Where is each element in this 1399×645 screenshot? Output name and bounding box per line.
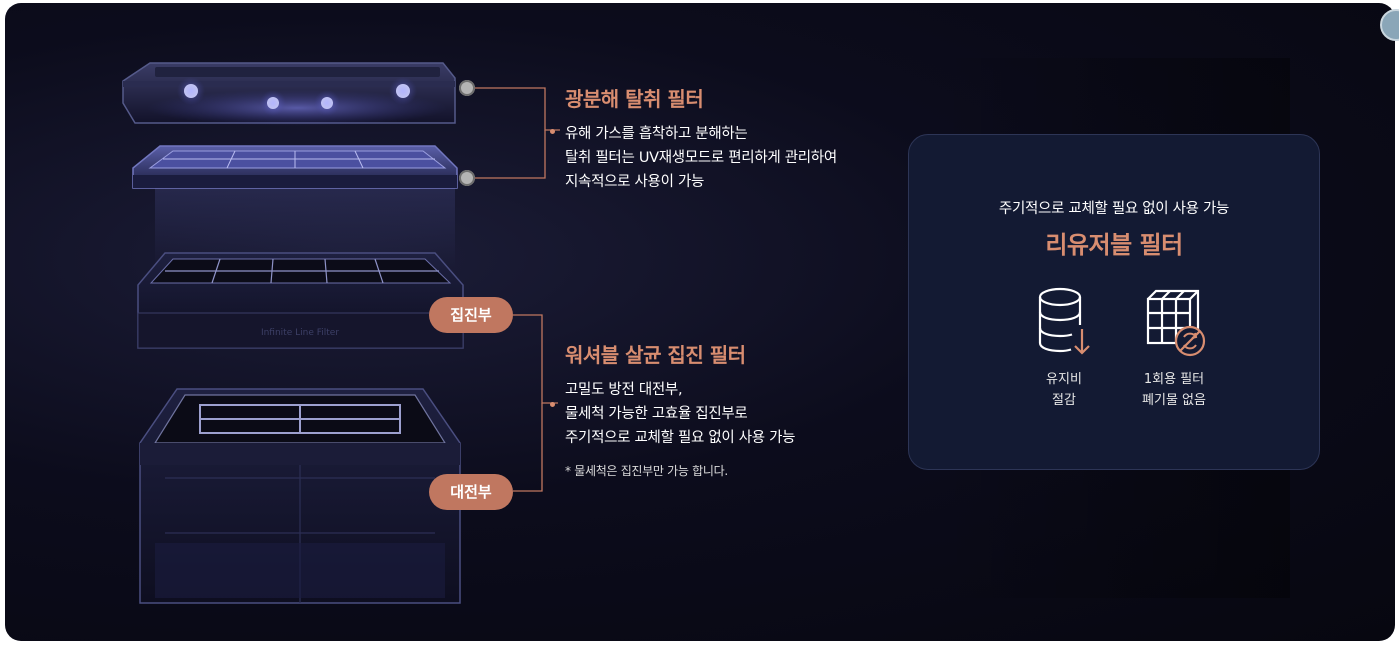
leader-lines xyxy=(468,87,560,492)
corner-badge[interactable] xyxy=(1380,9,1399,41)
feature-title-deodorizing: 광분해 탈취 필터 xyxy=(565,87,704,111)
feature-deodorizing: 광분해 탈취 필터 유해 가스를 흡착하고 분해하는 탈취 필터는 UV재생모드… xyxy=(565,83,837,194)
feature-title-washable: 워셔블 살균 집진 필터 xyxy=(565,343,746,367)
reusable-filter-card: 주기적으로 교체할 필요 없이 사용 가능 리유저블 필터 유지비 절감 xyxy=(908,134,1320,470)
product-feature-panel: Infinite Line Filter xyxy=(5,3,1395,641)
feature-washable: 워셔블 살균 집진 필터 고밀도 방전 대전부, 물세척 가능한 고효율 집진부… xyxy=(565,339,795,479)
charger-housing xyxy=(139,388,461,604)
bullet-dot-2 xyxy=(550,402,555,407)
dust-collector-block xyxy=(137,252,464,349)
benefit-line: 폐기물 없음 xyxy=(1142,393,1206,408)
connector-dot-tray xyxy=(459,170,475,186)
benefit-label-waste: 1회용 필터 폐기물 없음 xyxy=(1114,369,1234,411)
deodorizing-tray xyxy=(132,145,458,189)
desc-line: 물세척 가능한 고효율 집진부로 xyxy=(565,406,748,422)
desc-line: 유해 가스를 흡착하고 분해하는 xyxy=(565,126,748,142)
benefit-line: 절감 xyxy=(1052,393,1076,408)
desc-line: 지속적으로 사용이 가능 xyxy=(565,174,705,190)
benefit-line: 유지비 xyxy=(1046,372,1082,387)
tag-charger: 대전부 xyxy=(429,474,513,510)
desc-line: 탈취 필터는 UV재생모드로 편리하게 관리하여 xyxy=(565,150,837,166)
filter-illustration: Infinite Line Filter xyxy=(5,3,565,641)
benefit-line: 1회용 필터 xyxy=(1143,372,1205,387)
card-subtitle: 주기적으로 교체할 필요 없이 사용 가능 xyxy=(998,201,1230,217)
cost-saving-icon xyxy=(1038,287,1090,355)
bullet-dot-1 xyxy=(550,129,555,134)
filter-exploded-view: Infinite Line Filter xyxy=(122,62,560,604)
no-waste-icon xyxy=(1146,289,1206,357)
connector-dot-lid xyxy=(459,80,475,96)
desc-line: 주기적으로 교체할 필요 없이 사용 가능 xyxy=(565,430,796,446)
card-title: 리유저블 필터 xyxy=(1045,231,1183,259)
benefit-no-waste: 1회용 필터 폐기물 없음 xyxy=(1114,285,1234,411)
desc-line: 고밀도 방전 대전부, xyxy=(565,382,683,398)
tag-dust-collector: 집진부 xyxy=(429,297,513,333)
benefit-cost-saving: 유지비 절감 xyxy=(1004,285,1124,411)
uv-lid xyxy=(122,62,456,126)
feature-note-washable: * 물세척은 집진부만 가능 합니다. xyxy=(565,464,728,478)
filter-body-label: Infinite Line Filter xyxy=(261,328,339,338)
benefit-label-cost: 유지비 절감 xyxy=(1004,369,1124,411)
feature-desc-deodorizing: 유해 가스를 흡착하고 분해하는 탈취 필터는 UV재생모드로 편리하게 관리하… xyxy=(565,122,837,194)
feature-desc-washable: 고밀도 방전 대전부, 물세척 가능한 고효율 집진부로 주기적으로 교체할 필… xyxy=(565,378,795,450)
